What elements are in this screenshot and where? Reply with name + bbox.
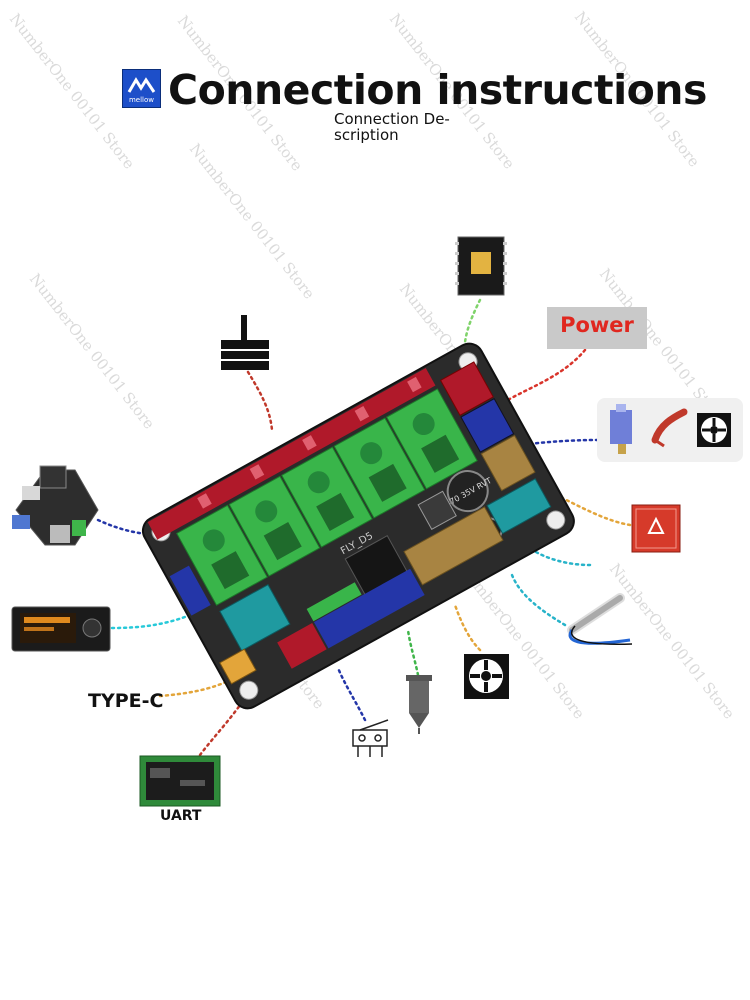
fly-d5-board: 470 35V RVT FLY_D5 [141,342,575,710]
hotend-heater-fan-icon [597,398,743,462]
power-label: Power [560,313,634,337]
connection-line-bed [546,490,632,527]
stepper-motor-icon [221,315,269,370]
expansion-board-icon [12,465,99,546]
power-supply-icon [547,307,647,349]
connection-line-endstop [336,666,367,722]
heated-bed-icon [631,504,681,553]
connection-line-extruder [406,628,420,677]
fan-icon [464,654,509,699]
thermistor-icon [567,593,633,646]
connection-line-display [110,613,192,630]
stepper-driver-icon [455,236,507,296]
type-c-label: TYPE-C [88,690,164,712]
extruder-nozzle-icon [406,675,432,734]
connection-line-thermistor-2 [510,573,567,627]
page-subtitle: Connection De- scription [334,110,450,144]
display-module-icon [11,606,111,652]
page-title: Connection instructions [168,66,707,114]
uart-screen-icon [139,755,221,807]
driver-slots [176,388,478,606]
connection-line-typec [158,678,232,698]
uart-label: UART [160,808,202,824]
connection-line-motor [246,370,274,432]
endstop-switch-icon [352,719,389,757]
svg-text:mellow: mellow [129,96,154,104]
connection-line-fan [453,603,482,652]
brand-logo-icon: mellow [122,69,161,108]
